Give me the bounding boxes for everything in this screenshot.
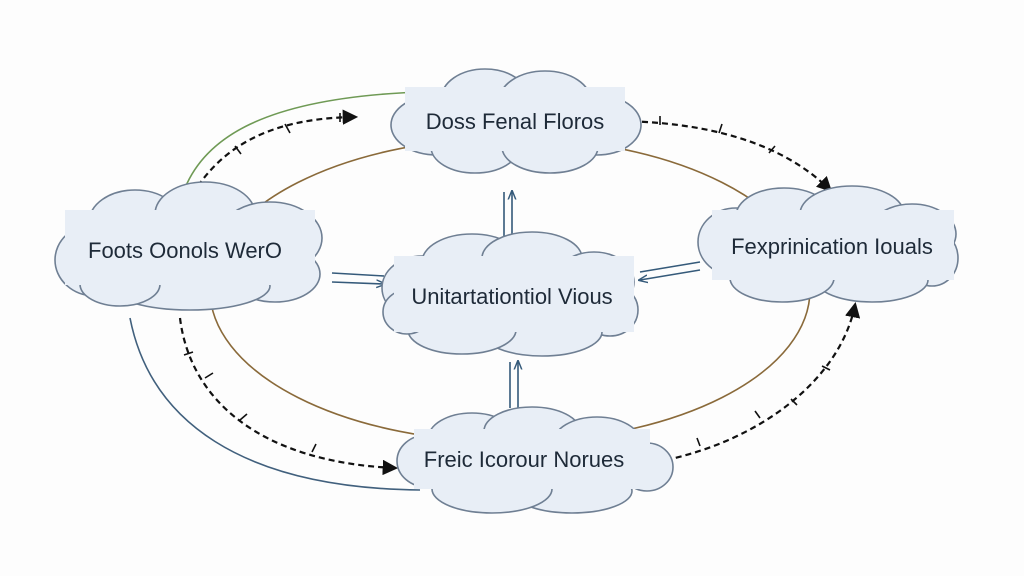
- green-arc-left-to-top: [184, 91, 421, 189]
- node-center-label: Unitartationtiol Vious: [411, 284, 612, 309]
- node-top-label: Doss Fenal Floros: [426, 109, 605, 134]
- arrow-right-to-center: [640, 261, 701, 280]
- node-right: Fexprinication Iouals: [697, 185, 959, 303]
- node-left-label: Foots Oonols WerO: [88, 238, 282, 263]
- node-top: Doss Fenal Floros: [390, 68, 642, 174]
- blue-arc-left-to-bottom: [129, 317, 421, 491]
- arrow-top-to-center: [504, 192, 512, 238]
- dashed-arrow-left-to-top: [197, 109, 359, 187]
- node-bottom-label: Freic Icorour Norues: [424, 447, 625, 472]
- center-arrows: [331, 192, 701, 408]
- dashed-arrow-bottom-to-right: [665, 301, 861, 462]
- node-right-label: Fexprinication Iouals: [731, 234, 933, 259]
- dashed-arrows: [178, 109, 861, 476]
- node-bottom: Freic Icorour Norues: [396, 406, 674, 514]
- arrow-left-to-center: [331, 272, 384, 284]
- dashed-arrow-left-to-bottom: [178, 317, 399, 476]
- dashed-arrow-top-right-double: [608, 113, 833, 193]
- arrow-bottom-to-center: [510, 362, 518, 408]
- node-left: Foots Oonols WerO: [54, 181, 323, 311]
- dashed-arrow-ticks: [183, 113, 831, 453]
- node-center: Unitartationtiol Vious: [381, 231, 639, 357]
